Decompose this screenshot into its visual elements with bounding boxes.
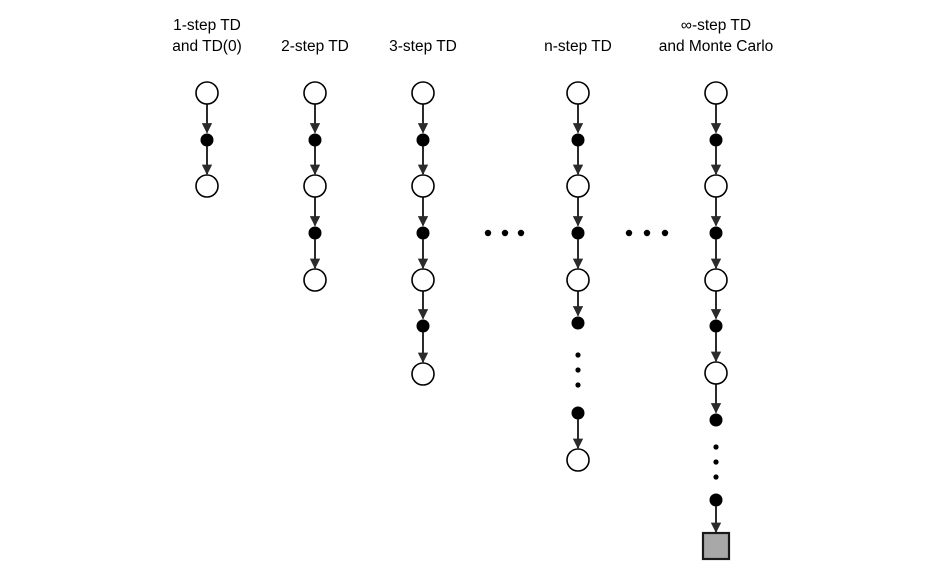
action-node	[416, 133, 430, 147]
ellipsis-dot	[625, 229, 633, 237]
backup-column-one-step-td: 1-step TD and TD(0)	[172, 17, 242, 198]
state-node	[303, 174, 327, 198]
state-node	[195, 81, 219, 105]
action-node	[571, 226, 585, 240]
column-label-three-step-td: 3-step TD	[389, 38, 457, 55]
column-label-two-step-td: 2-step TD	[281, 38, 349, 55]
ellipsis-dot	[713, 459, 719, 465]
action-node	[571, 406, 585, 420]
state-node	[566, 448, 590, 472]
action-node	[308, 133, 322, 147]
columns-layer: 1-step TD and TD(0) 2-step TD 3-step TD n-st…	[172, 17, 774, 561]
column-label-infinite-step-td: and Monte Carlo	[659, 38, 774, 55]
backup-column-two-step-td: 2-step TD	[281, 38, 349, 292]
vertical-ellipsis-infinite-step-td	[713, 444, 719, 480]
ellipsis-dot	[484, 229, 492, 237]
state-node	[704, 174, 728, 198]
state-node	[411, 268, 435, 292]
state-node	[704, 268, 728, 292]
state-node	[195, 174, 219, 198]
action-node	[709, 133, 723, 147]
ellipsis-dot	[501, 229, 509, 237]
column-label-n-step-td: n-step TD	[544, 38, 612, 55]
action-node	[200, 133, 214, 147]
backup-column-three-step-td: 3-step TD	[389, 38, 457, 386]
backup-column-infinite-step-td: ∞-step TD and Monte Carlo	[659, 17, 774, 561]
ellipsis-dot	[575, 382, 581, 388]
state-node	[303, 81, 327, 105]
ellipsis-dot	[517, 229, 525, 237]
state-node	[704, 81, 728, 105]
terminal-state-node	[701, 531, 731, 561]
state-node	[566, 174, 590, 198]
ellipsis-dot	[643, 229, 651, 237]
state-node	[411, 174, 435, 198]
state-node	[411, 81, 435, 105]
state-node	[566, 81, 590, 105]
backup-column-n-step-td: n-step TD	[544, 38, 612, 472]
action-node	[709, 319, 723, 333]
ellipsis-dot	[575, 352, 581, 358]
state-node	[704, 361, 728, 385]
action-node	[571, 133, 585, 147]
ellipsis-between-3step-and-nstep	[484, 229, 525, 237]
state-node	[566, 268, 590, 292]
action-node	[416, 226, 430, 240]
action-node	[709, 493, 723, 507]
ellipsis-dot	[661, 229, 669, 237]
ellipsis-between-nstep-and-infinite	[625, 229, 669, 237]
action-node	[709, 226, 723, 240]
vertical-ellipsis-n-step-td	[575, 352, 581, 388]
ellipsis-dot	[575, 367, 581, 373]
horizontal-ellipses-layer	[484, 229, 669, 237]
column-label-one-step-td: and TD(0)	[172, 38, 242, 55]
action-node	[709, 413, 723, 427]
column-label-one-step-td: 1-step TD	[173, 17, 241, 34]
ellipsis-dot	[713, 474, 719, 480]
ellipsis-dot	[713, 444, 719, 450]
action-node	[571, 316, 585, 330]
action-node	[308, 226, 322, 240]
column-label-infinite-step-td: ∞-step TD	[681, 17, 751, 34]
state-node	[303, 268, 327, 292]
state-node	[411, 362, 435, 386]
action-node	[416, 319, 430, 333]
